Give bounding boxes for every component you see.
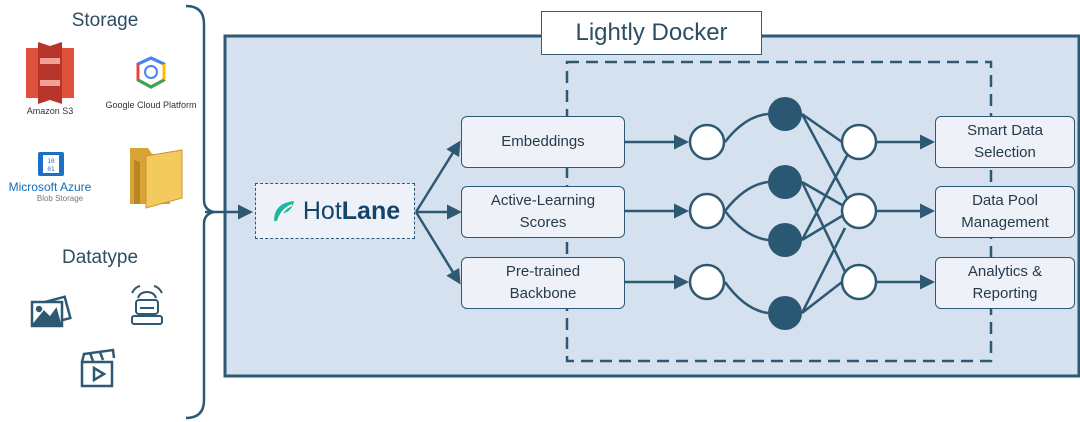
output-line2: Management xyxy=(961,214,1049,231)
video-icon xyxy=(80,348,116,388)
output-line2: Selection xyxy=(974,144,1036,161)
amazon-s3-icon xyxy=(26,42,74,104)
input-line2: Scores xyxy=(519,214,567,231)
svg-text:01: 01 xyxy=(47,166,55,173)
output-node-1 xyxy=(840,123,878,161)
hotlane-box: HotLane xyxy=(255,183,415,239)
amazon-s3-label: Amazon S3 xyxy=(26,106,74,116)
storage-heading: Storage xyxy=(71,10,139,31)
input-node-2 xyxy=(688,192,726,230)
folder-icon xyxy=(130,148,183,209)
output-line1: Smart Data xyxy=(967,122,1043,139)
input-line1: Active-Learning xyxy=(490,192,596,209)
output-line1: Data Pool xyxy=(972,192,1038,209)
input-node-3 xyxy=(688,263,726,301)
azure-label: Microsoft Azure xyxy=(8,180,92,194)
output-box-analytics: Analytics & Reporting xyxy=(935,257,1075,309)
car-sensor-icon xyxy=(131,285,163,325)
input-line2: Backbone xyxy=(509,285,577,302)
output-node-2 xyxy=(840,192,878,230)
input-line1: Embeddings xyxy=(501,133,585,150)
hidden-node-1 xyxy=(768,97,802,131)
hotlane-prefix: Hot xyxy=(302,196,342,225)
network-edges xyxy=(723,112,852,315)
image-icon xyxy=(30,295,72,328)
svg-text:10: 10 xyxy=(47,158,55,165)
output-line2: Reporting xyxy=(972,285,1038,302)
hidden-node-4 xyxy=(768,296,802,330)
hotlane-to-embeddings-arrow xyxy=(414,140,461,213)
hotlane-logo-icon xyxy=(273,201,294,222)
input-box-embeddings: Embeddings xyxy=(461,116,625,168)
azure-sub-label: Blob Storage xyxy=(36,194,84,203)
datatype-heading: Datatype xyxy=(61,247,139,268)
hotlane-suffix: Lane xyxy=(341,196,401,225)
hidden-node-2 xyxy=(768,165,802,199)
hotlane-to-backbone-arrow xyxy=(414,211,461,285)
azure-blob-icon: 10 01 xyxy=(38,152,64,176)
output-line1: Analytics & xyxy=(967,263,1043,280)
hidden-node-3 xyxy=(768,223,802,257)
gcp-label: Google Cloud Platform xyxy=(105,100,197,110)
diagram-title: Lightly Docker xyxy=(541,11,762,55)
input-line1: Pre-trained xyxy=(505,263,581,280)
output-node-3 xyxy=(840,263,878,301)
input-node-1 xyxy=(688,123,726,161)
google-cloud-icon xyxy=(136,56,166,89)
